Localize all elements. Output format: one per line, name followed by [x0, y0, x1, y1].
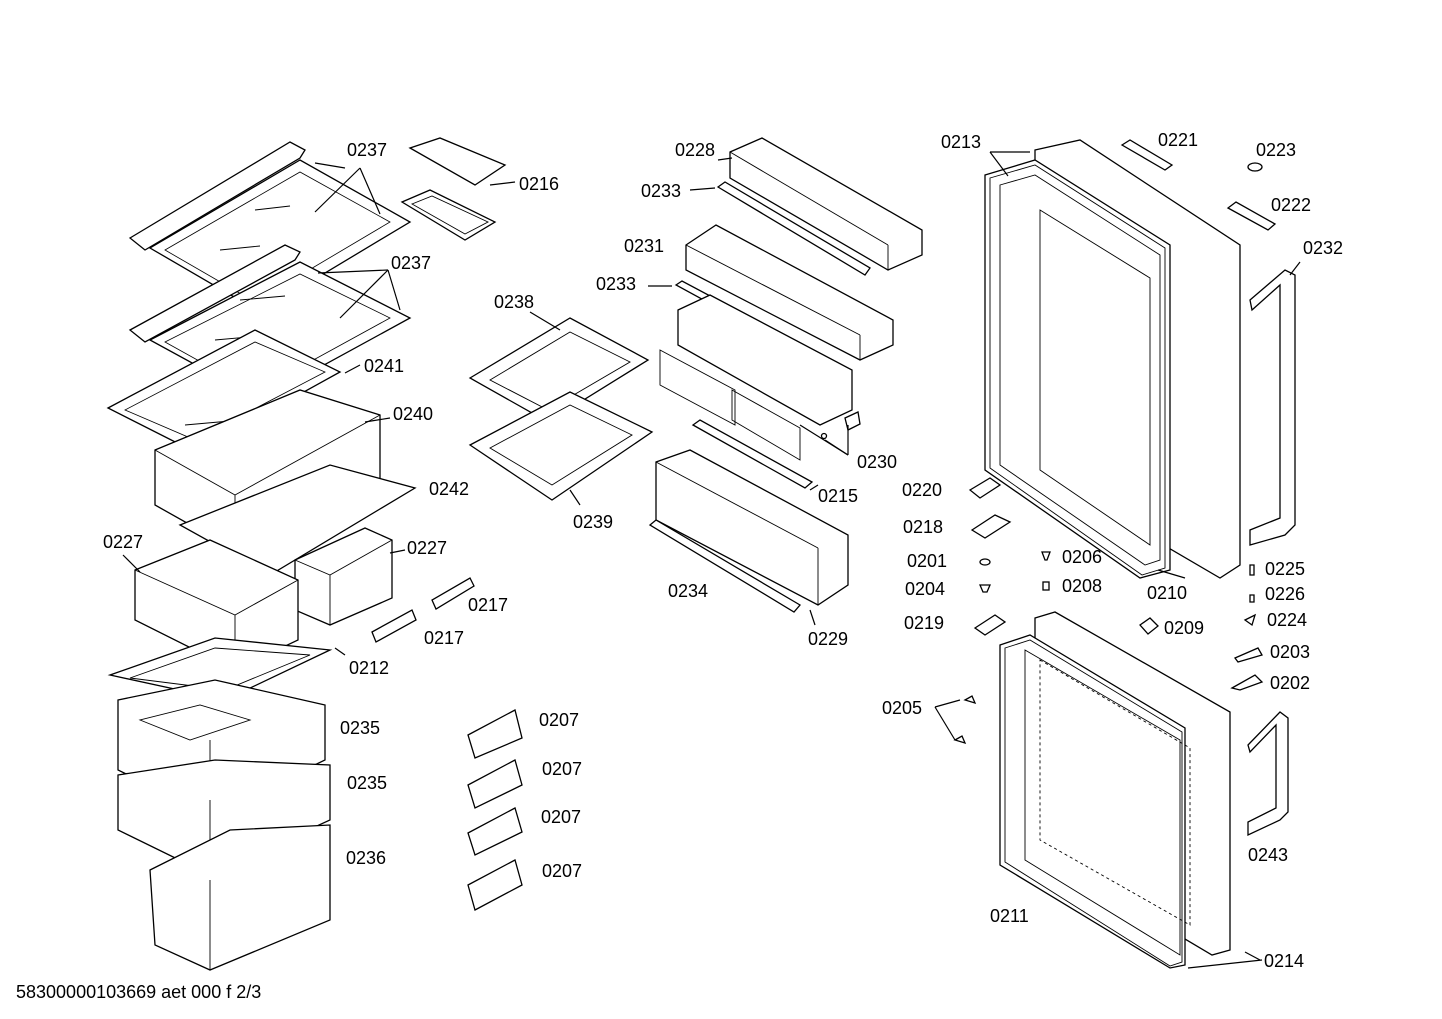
label-0207: 0207 — [539, 710, 579, 730]
label-0234: 0234 — [668, 581, 708, 601]
label-0232: 0232 — [1303, 238, 1343, 258]
label-0237: 0237 — [391, 253, 431, 273]
callout-labels: 0237 0216 0237 0241 0240 0242 0227 0227 … — [103, 130, 1343, 971]
handle-0243 — [1247, 711, 1289, 837]
label-0220: 0220 — [902, 480, 942, 500]
label-0242: 0242 — [429, 479, 469, 499]
label-0214: 0214 — [1264, 951, 1304, 971]
document-id: 58300000103669 aet 000 f 2/3 — [16, 982, 261, 1002]
label-0213: 0213 — [941, 132, 981, 152]
label-0229: 0229 — [808, 629, 848, 649]
label-0227: 0227 — [103, 532, 143, 552]
label-0224: 0224 — [1267, 610, 1307, 630]
label-0207: 0207 — [541, 807, 581, 827]
drawer-0236 — [149, 824, 331, 971]
label-0226: 0226 — [1265, 584, 1305, 604]
label-0212: 0212 — [349, 658, 389, 678]
label-0238: 0238 — [494, 292, 534, 312]
label-0231: 0231 — [624, 236, 664, 256]
label-0203: 0203 — [1270, 642, 1310, 662]
drawer-0227-left — [134, 539, 299, 671]
door-upper-0210 — [984, 139, 1241, 579]
holders-0207 — [467, 709, 523, 911]
handle-0232 — [1249, 269, 1296, 546]
label-0237: 0237 — [347, 140, 387, 160]
label-0235: 0235 — [347, 773, 387, 793]
gasket-0214 — [1004, 639, 1183, 967]
label-0222: 0222 — [1271, 195, 1311, 215]
cover-0216 — [408, 137, 507, 186]
label-0204: 0204 — [905, 579, 945, 599]
label-0241: 0241 — [364, 356, 404, 376]
label-0227: 0227 — [407, 538, 447, 558]
label-0217: 0217 — [424, 628, 464, 648]
label-0240: 0240 — [393, 404, 433, 424]
ice-tray-0216 — [400, 189, 497, 241]
rail-0217-upper — [431, 577, 475, 610]
label-0217: 0217 — [468, 595, 508, 615]
rack-0239 — [468, 391, 654, 501]
label-0219: 0219 — [904, 613, 944, 633]
strip-0233-upper — [716, 181, 871, 276]
label-0225: 0225 — [1265, 559, 1305, 579]
label-0230: 0230 — [857, 452, 897, 472]
label-0221: 0221 — [1158, 130, 1198, 150]
label-0239: 0239 — [573, 512, 613, 532]
label-0233: 0233 — [596, 274, 636, 294]
label-0233: 0233 — [641, 181, 681, 201]
door-shelf-0228 — [729, 137, 923, 271]
cap-0223 — [1247, 162, 1263, 172]
label-0209: 0209 — [1164, 618, 1204, 638]
label-0208: 0208 — [1062, 576, 1102, 596]
hinge-parts — [953, 477, 1264, 745]
strip-0234 — [648, 519, 801, 613]
label-0228: 0228 — [675, 140, 715, 160]
shelf-0237-upper — [128, 141, 412, 313]
label-0223: 0223 — [1256, 140, 1296, 160]
part-0222 — [1226, 201, 1277, 231]
part-0221 — [1120, 139, 1174, 171]
label-0243: 0243 — [1248, 845, 1288, 865]
label-0207: 0207 — [542, 861, 582, 881]
strip-0215 — [691, 419, 814, 489]
label-0206: 0206 — [1062, 547, 1102, 567]
label-0201: 0201 — [907, 551, 947, 571]
label-0216: 0216 — [519, 174, 559, 194]
label-0235: 0235 — [340, 718, 380, 738]
label-0210: 0210 — [1147, 583, 1187, 603]
label-0205: 0205 — [882, 698, 922, 718]
gasket-0213 — [989, 164, 1166, 576]
label-0207: 0207 — [542, 759, 582, 779]
door-shelf-0231 — [685, 224, 894, 361]
label-0211: 0211 — [990, 906, 1029, 926]
drawer-0227-right — [294, 527, 393, 626]
door-lower-0211 — [999, 611, 1231, 969]
label-0202: 0202 — [1270, 673, 1310, 693]
dairy-compartment-0230 — [659, 294, 861, 461]
rack-0238 — [468, 317, 650, 423]
shelf-0241 — [106, 329, 342, 453]
label-0218: 0218 — [903, 517, 943, 537]
label-0215: 0215 — [818, 486, 858, 506]
leader-lines — [122, 151, 1301, 969]
label-0236: 0236 — [346, 848, 386, 868]
rail-0217-lower — [371, 609, 417, 643]
